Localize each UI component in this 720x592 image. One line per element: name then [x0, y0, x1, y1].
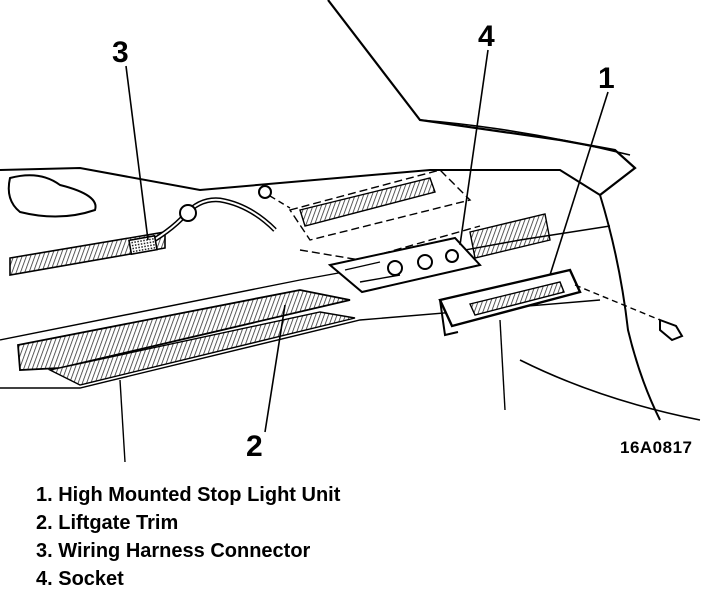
lower-screw	[659, 318, 684, 342]
leader-line-2	[264, 304, 286, 433]
callout-4: 4	[478, 20, 495, 53]
legend-item: 3. Wiring Harness Connector	[36, 540, 311, 562]
center-trim-strip	[299, 177, 436, 227]
parts-legend: 1. High Mounted Stop Light Unit 2. Liftg…	[36, 481, 340, 592]
right-trim-strip	[469, 213, 551, 259]
liftgate-trim-lower	[47, 311, 356, 386]
grommet	[179, 204, 197, 222]
harness-connector	[128, 234, 158, 256]
callout-3: 3	[112, 36, 129, 69]
leader-line-1	[549, 91, 609, 276]
liftgate-lower-curve	[519, 359, 701, 421]
liftgate-trim-panel	[17, 289, 351, 371]
mounting-bracket	[288, 169, 472, 241]
latch-handle	[7, 174, 97, 218]
liftgate-upper-edge	[0, 166, 601, 196]
liftgate-exploded-view	[0, 0, 701, 463]
vertical-seam-left	[119, 379, 126, 463]
figure-id: 16A0817	[620, 438, 693, 457]
roof-crease	[419, 119, 631, 156]
leader-line-3	[125, 65, 149, 241]
callout-1: 1	[598, 62, 615, 95]
callout-2: 2	[246, 430, 263, 463]
leader-line-4	[459, 49, 489, 246]
liftgate-right-side	[599, 194, 661, 421]
legend-item: 1. High Mounted Stop Light Unit	[36, 484, 341, 506]
legend-item: 4. Socket	[36, 568, 124, 590]
socket-assembly	[327, 236, 482, 294]
upper-screw	[258, 185, 272, 199]
legend-item: 2. Liftgate Trim	[36, 512, 179, 534]
stop-light-lens	[469, 281, 565, 316]
upper-trim-strip	[9, 231, 166, 276]
vertical-seam-right	[499, 319, 506, 411]
